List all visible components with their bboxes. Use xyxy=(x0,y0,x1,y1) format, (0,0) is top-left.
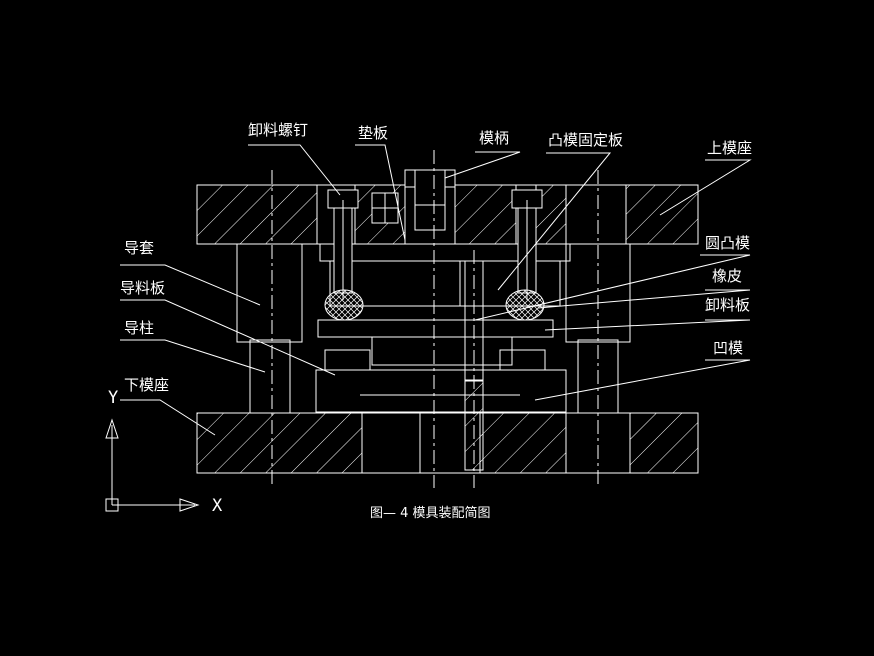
label-guide-sleeve: 导套 xyxy=(124,239,155,257)
label-upper-die-seat: 上模座 xyxy=(707,139,753,157)
label-rubber: 橡皮 xyxy=(712,267,743,285)
guide-pillar-left xyxy=(249,339,291,414)
drawing-caption: 图— 4 模具装配简图 xyxy=(370,506,491,521)
label-lower-die-seat: 下模座 xyxy=(124,376,170,394)
centre-lines xyxy=(271,150,599,488)
rubber-left xyxy=(324,289,364,321)
axis-x-label: X xyxy=(212,496,223,516)
lower-die-seat xyxy=(196,412,699,474)
stripper-plate xyxy=(317,319,554,366)
punch-retainer xyxy=(329,260,561,307)
label-guide-pillar: 导柱 xyxy=(124,319,155,337)
label-punch-retainer: 凸模固定板 xyxy=(548,131,624,149)
discharge-screw-left xyxy=(327,189,359,300)
label-stripper-plate: 卸料板 xyxy=(705,296,751,314)
leader-lines xyxy=(120,144,752,436)
die xyxy=(315,369,567,413)
axis-y-label: Y xyxy=(108,388,119,408)
die-handle xyxy=(404,169,456,245)
guide-sleeve-right xyxy=(565,243,631,343)
label-die: 凹模 xyxy=(713,339,744,357)
label-die-handle: 模柄 xyxy=(479,129,510,147)
label-backing-plate: 垫板 xyxy=(358,124,389,142)
discharge-screw-right xyxy=(511,189,543,300)
label-discharge-screw: 卸料螺钉 xyxy=(248,121,309,139)
ucs-axis-icon xyxy=(105,418,200,512)
label-round-punch: 圆凸模 xyxy=(705,234,751,252)
guide-sleeve-left xyxy=(236,243,303,343)
label-guide-plate: 导料板 xyxy=(120,279,166,297)
